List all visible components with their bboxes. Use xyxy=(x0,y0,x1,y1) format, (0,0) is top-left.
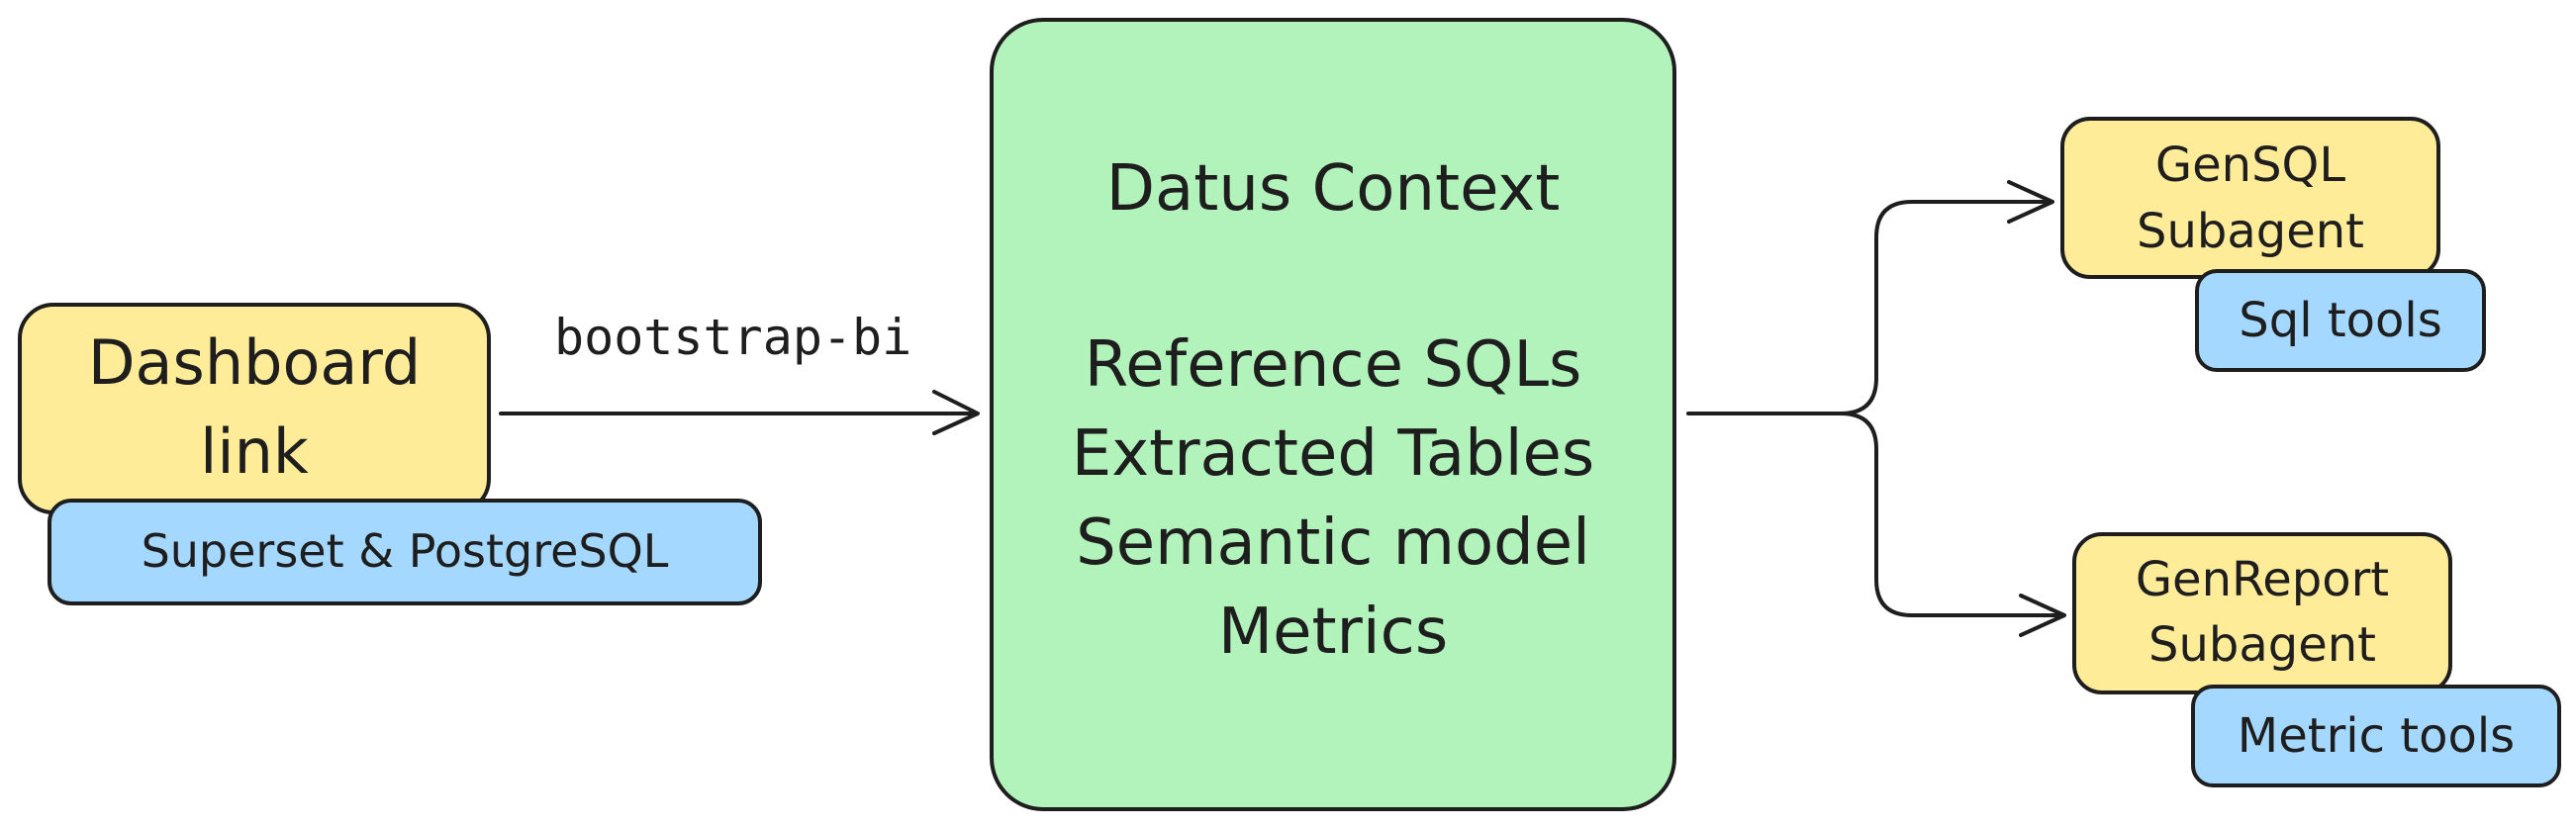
branch-to-gensql-line xyxy=(1686,200,2052,415)
metric-tools-label: Metric tools xyxy=(2238,708,2515,764)
dashboard-link-title-line2: link xyxy=(200,415,309,488)
datus-context-node: Datus Context Reference SQLs Extracted T… xyxy=(990,18,1676,811)
context-item-metrics: Metrics xyxy=(1218,596,1448,669)
datus-context-box xyxy=(990,18,1676,811)
gensql-subagent-line2: Subagent xyxy=(2137,204,2364,259)
subagent-branch-connector xyxy=(1686,180,2066,637)
branch-to-genreport-line xyxy=(1839,412,2064,617)
dashboard-link-node: Dashboard link xyxy=(18,303,491,514)
sql-tools-label: Sql tools xyxy=(2239,293,2441,348)
datus-context-title: Datus Context xyxy=(1106,152,1561,226)
gensql-subagent-node: GenSQL Subagent xyxy=(2060,117,2440,279)
metric-tools-tag: Metric tools xyxy=(2191,685,2561,787)
superset-postgresql-tag: Superset & PostgreSQL xyxy=(48,499,762,605)
metric-tools-box xyxy=(2191,685,2561,787)
superset-postgresql-box xyxy=(48,499,762,605)
branch-to-genreport-arrowhead xyxy=(2019,594,2066,637)
sql-tools-box xyxy=(2195,269,2486,372)
context-item-reference-sqls: Reference SQLs xyxy=(1085,328,1582,402)
genreport-subagent-line2: Subagent xyxy=(2148,617,2376,673)
dashboard-link-title-line1: Dashboard xyxy=(88,326,421,399)
genreport-subagent-line1: GenReport xyxy=(2136,552,2389,607)
gensql-subagent-line1: GenSQL xyxy=(2155,138,2345,193)
context-item-semantic-model: Semantic model xyxy=(1076,506,1590,580)
sql-tools-tag: Sql tools xyxy=(2195,269,2486,372)
context-item-extracted-tables: Extracted Tables xyxy=(1072,417,1594,491)
genreport-subagent-node: GenReport Subagent xyxy=(2072,532,2452,694)
bootstrap-bi-arrow xyxy=(499,390,980,435)
branch-to-gensql-arrowhead xyxy=(2007,180,2054,224)
bootstrap-bi-arrowhead xyxy=(932,390,980,435)
bootstrap-bi-label: bootstrap-bi xyxy=(554,309,911,366)
superset-postgresql-label: Superset & PostgreSQL xyxy=(142,524,669,578)
